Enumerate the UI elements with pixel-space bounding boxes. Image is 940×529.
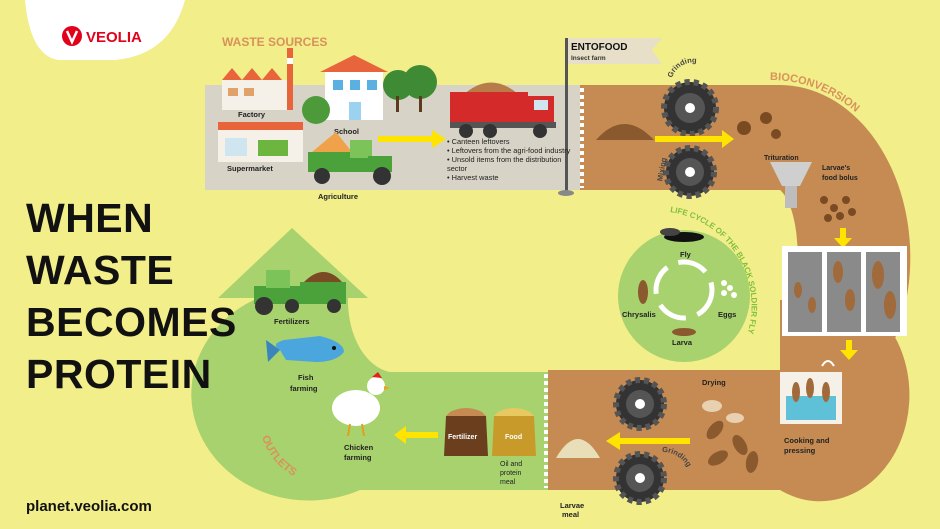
label-fish-2: farming [290,384,318,393]
label-drying: Drying [702,378,726,387]
headline-line-4: PROTEIN [26,351,212,397]
chicken-illustration [332,372,390,437]
waste-item: Canteen leftovers [447,137,577,146]
label-agriculture: Agriculture [318,192,358,201]
entofood-title: ENTOFOOD [571,42,627,53]
eggs-icon [721,280,737,298]
label-supermarket: Supermarket [227,164,273,173]
label-larvae-meal-2: meal [562,510,579,519]
trituration-funnel [770,162,812,208]
label-oil-2: protein [500,470,522,477]
food-bag [492,408,536,456]
grinding-gear-top [661,79,719,137]
label-food-bolus-2: food bolus [822,175,858,182]
life-cycle-circle [618,230,750,362]
section-waste-sources: WASTE SOURCES [222,35,327,49]
fertilizer-tractor [254,270,346,315]
waste-item: Harvest waste [447,173,577,182]
footer-url[interactable]: planet.veolia.com [26,498,152,515]
larvae-meal-pile [556,439,600,458]
cooking-vessel [780,360,842,424]
fertilizer-bag [444,408,488,456]
label-fly: Fly [680,250,692,259]
label-cooking-2: pressing [784,446,816,455]
label-larvae-meal-1: Larvae [560,501,584,510]
label-chicken-2: farming [344,453,372,462]
headline-line-2: WASTE [26,247,175,293]
fly-icon [660,228,704,242]
veolia-logo: VEOLIA [62,26,142,46]
logo-badge [25,0,185,60]
arrow-to-chicken [394,426,438,444]
entofood-subtitle: Insect farm [571,55,606,62]
bag-food-label: Food [505,434,522,441]
supermarket-illustration [218,122,303,162]
label-trituration: Trituration [764,155,799,162]
entofood-flag [558,38,662,196]
mixing-gear [663,145,717,199]
bag-fertilizer-label: Fertilizer [448,434,477,441]
fish-illustration [266,336,344,362]
label-cooking-1: Cooking and [784,436,830,445]
label-food-bolus-1: Larvae's [822,165,850,172]
label-mixing: Mixing [655,156,668,181]
label-chrysalis: Chrysalis [622,310,656,319]
arrow-to-larvae-meal [606,432,690,450]
trees-illustration [383,65,437,112]
chrysalis-icon [638,280,648,304]
brand-name: VEOLIA [86,29,142,46]
headline: WHEN WASTE BECOMES PROTEIN [26,192,237,400]
food-bolus [820,196,856,222]
label-chicken-1: Chicken [344,443,374,452]
agriculture-tractor [308,132,392,185]
label-school: School [334,127,359,136]
waste-truck [450,82,556,138]
grinding-gear-bottom-1 [613,377,667,431]
waste-items-list: Canteen leftovers Leftovers from the agr… [447,137,577,182]
label-fertilizers: Fertilizers [274,317,309,326]
waste-pile [596,124,654,140]
arrow-to-cooking [840,340,858,360]
label-larva: Larva [672,338,693,347]
factory-illustration [222,48,293,110]
waste-pellets [737,112,781,139]
arrow-to-truck [378,130,446,148]
label-oil-1: Oil and [500,461,522,468]
label-grinding-top: Grinding [665,55,697,78]
larva-icon [672,328,696,336]
school-illustration [302,55,388,124]
waste-item: Leftovers from the agri-food industry [447,146,577,155]
label-fish-1: Fish [298,373,314,382]
larvae-trays [782,246,907,336]
label-oil-3: meal [500,479,516,486]
grinding-gear-bottom-2 [613,451,667,505]
label-eggs: Eggs [718,310,736,319]
arrow-to-trituration [655,130,734,148]
arrow-to-trays [834,228,852,248]
label-factory: Factory [238,110,266,119]
dried-larvae [702,400,759,473]
waste-item: Unsold items from the distribution secto… [447,155,577,173]
headline-line-3: BECOMES [26,299,237,345]
headline-line-1: WHEN [26,195,154,241]
